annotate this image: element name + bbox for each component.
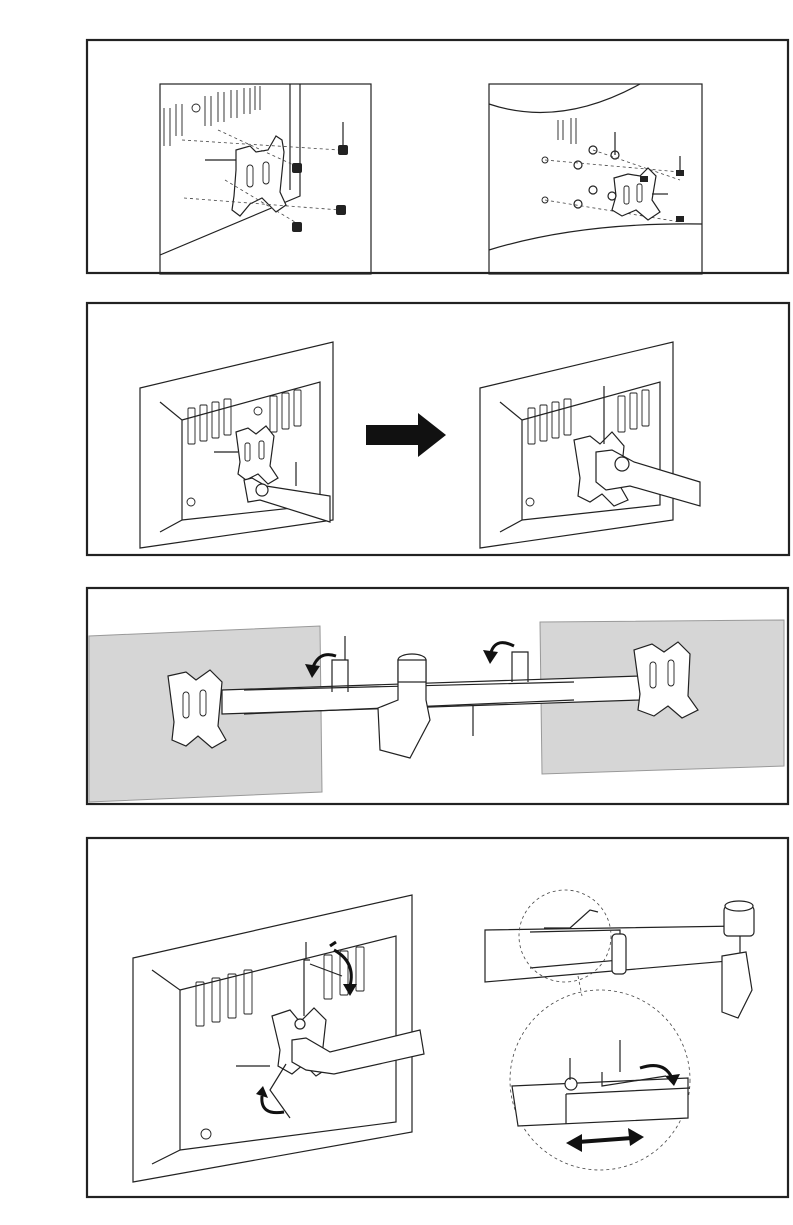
vesa-plate xyxy=(168,670,226,748)
panel-step-1 xyxy=(87,40,788,274)
vesa-plate xyxy=(634,642,698,718)
screw-icon xyxy=(640,176,648,182)
panel-frame xyxy=(87,40,788,273)
panel-frame xyxy=(87,838,788,1197)
cable-hook xyxy=(612,934,626,974)
panel-step-3 xyxy=(87,588,788,804)
panel-step-4 xyxy=(87,838,788,1197)
screw-icon xyxy=(676,216,684,222)
panel-step-2 xyxy=(87,303,789,555)
screw-icon xyxy=(676,170,684,176)
arm-bar-detail xyxy=(512,1078,688,1126)
